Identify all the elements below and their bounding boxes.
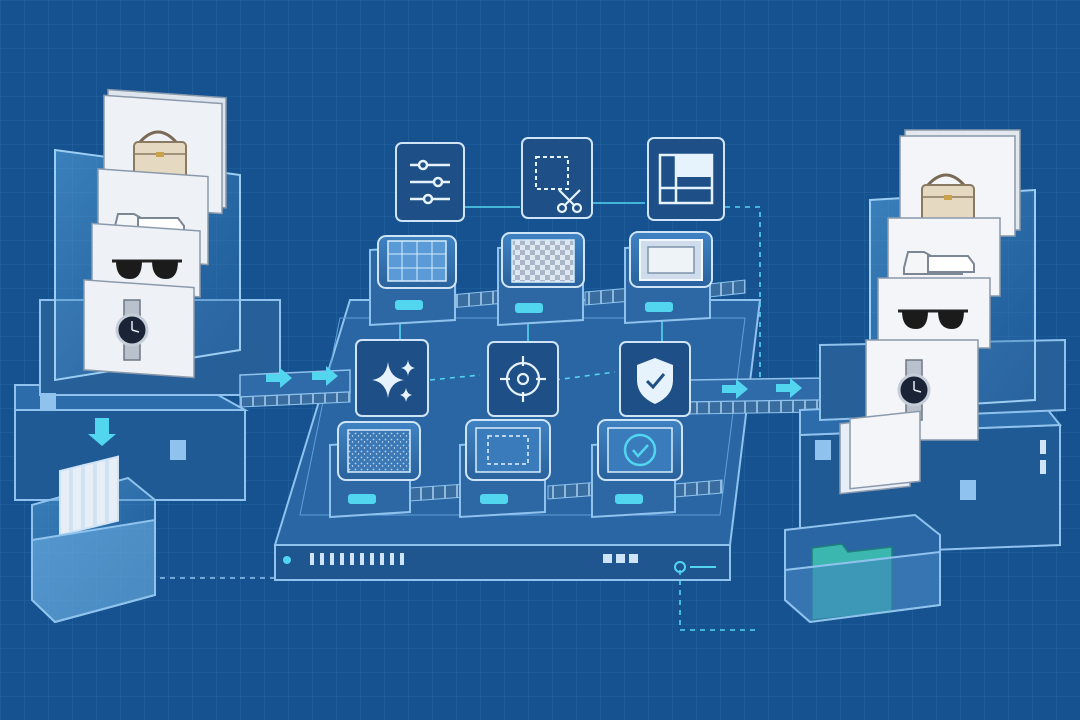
input-tray-down-arrow — [88, 418, 116, 446]
handbag-icon — [133, 130, 187, 179]
folder-bin-icon — [784, 410, 941, 624]
watch-icon — [115, 299, 149, 361]
output-product-stack — [865, 129, 1021, 441]
station-crop[interactable] — [497, 137, 593, 327]
check-circle-pad — [607, 427, 673, 473]
station-enhance[interactable] — [329, 339, 429, 519]
framed-image-pad — [639, 239, 703, 281]
board-port-left — [283, 556, 291, 564]
board-vents — [310, 553, 638, 565]
input-card-watch — [83, 279, 195, 379]
shield-check-icon — [619, 341, 691, 417]
station-verify[interactable] — [591, 341, 691, 519]
grid-pad — [387, 240, 447, 282]
conveyor-in — [239, 366, 351, 408]
flow-arrow-out-1 — [722, 379, 748, 399]
station-focus[interactable] — [459, 341, 559, 519]
conveyor-out — [689, 377, 826, 415]
input-card-sunglasses — [91, 222, 201, 298]
input-bin — [31, 455, 275, 624]
sparkles-icon — [355, 339, 429, 417]
sunglasses-icon — [112, 259, 182, 279]
tray-legs — [40, 393, 186, 460]
output-tray-legs — [815, 440, 976, 500]
station-layout[interactable] — [624, 137, 725, 325]
input-product-stack — [83, 88, 227, 379]
noise-pad — [347, 429, 411, 473]
process-connectors — [399, 202, 761, 631]
output-side-vents — [1040, 440, 1046, 474]
card-bin-icon — [31, 455, 156, 624]
dashed-frame-pad — [475, 427, 541, 473]
flow-arrow-out-2 — [776, 378, 802, 398]
sneakers-icon — [903, 251, 975, 275]
output-card-sunglasses — [877, 277, 991, 349]
sliders-icon — [395, 142, 465, 222]
crop-scissors-icon — [521, 137, 593, 219]
layout-grid-icon — [647, 137, 725, 221]
transparent-checker-pad — [511, 239, 575, 283]
sunglasses-icon — [898, 309, 968, 329]
target-icon — [487, 341, 559, 417]
station-adjust[interactable] — [369, 142, 465, 327]
flow-arrow-in-2 — [312, 366, 338, 386]
output-bin — [784, 410, 941, 624]
flow-arrow-in-1 — [266, 368, 292, 388]
